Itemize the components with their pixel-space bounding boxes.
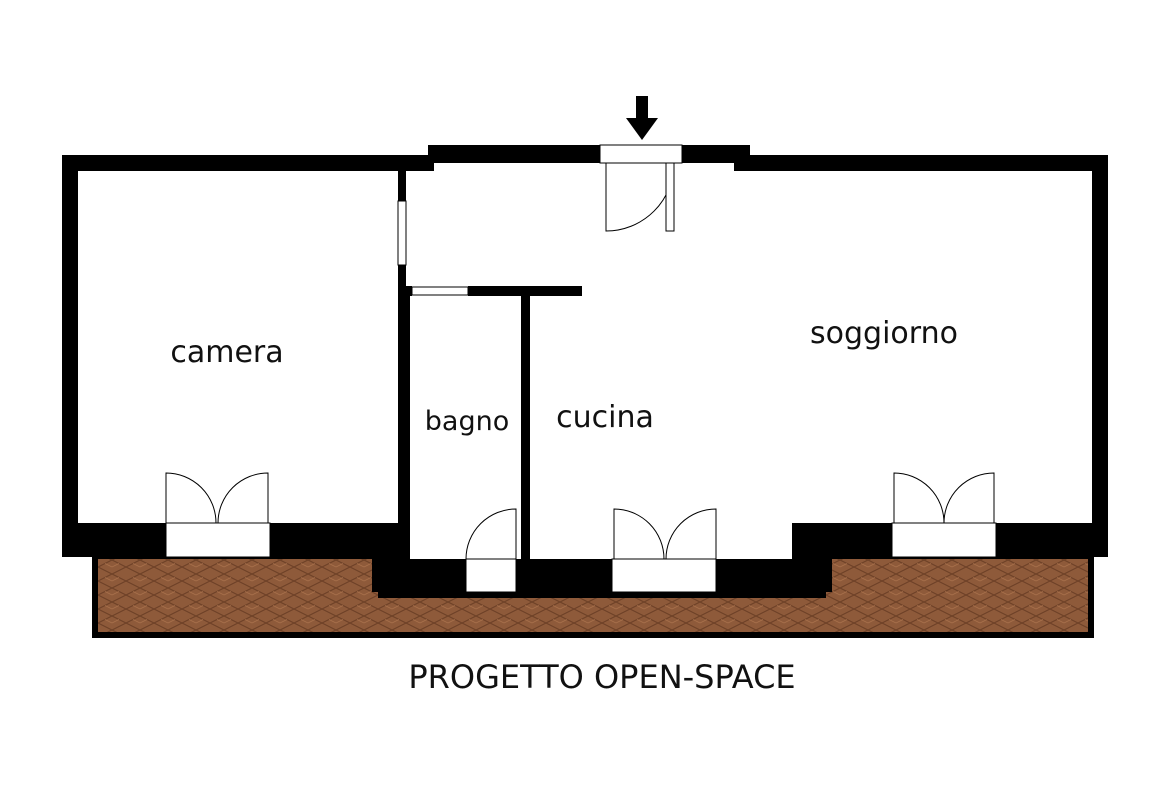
room-label-cucina: cucina xyxy=(556,400,654,435)
room-label-camera: camera xyxy=(170,335,283,370)
room-label-soggiorno: soggiorno xyxy=(810,316,958,351)
interior-walls xyxy=(398,171,582,561)
plan-caption: PROGETTO OPEN-SPACE xyxy=(408,658,795,696)
window-soggiorno xyxy=(891,472,997,558)
terrace xyxy=(92,553,1094,638)
window-camera xyxy=(165,472,271,558)
room-label-bagno: bagno xyxy=(425,406,509,437)
door-bagno xyxy=(465,508,517,593)
window-cucina xyxy=(611,508,717,593)
outer-walls xyxy=(62,145,1108,592)
entrance-door xyxy=(599,144,683,232)
interior-doors xyxy=(397,200,469,296)
arrow-down-icon xyxy=(626,96,658,140)
